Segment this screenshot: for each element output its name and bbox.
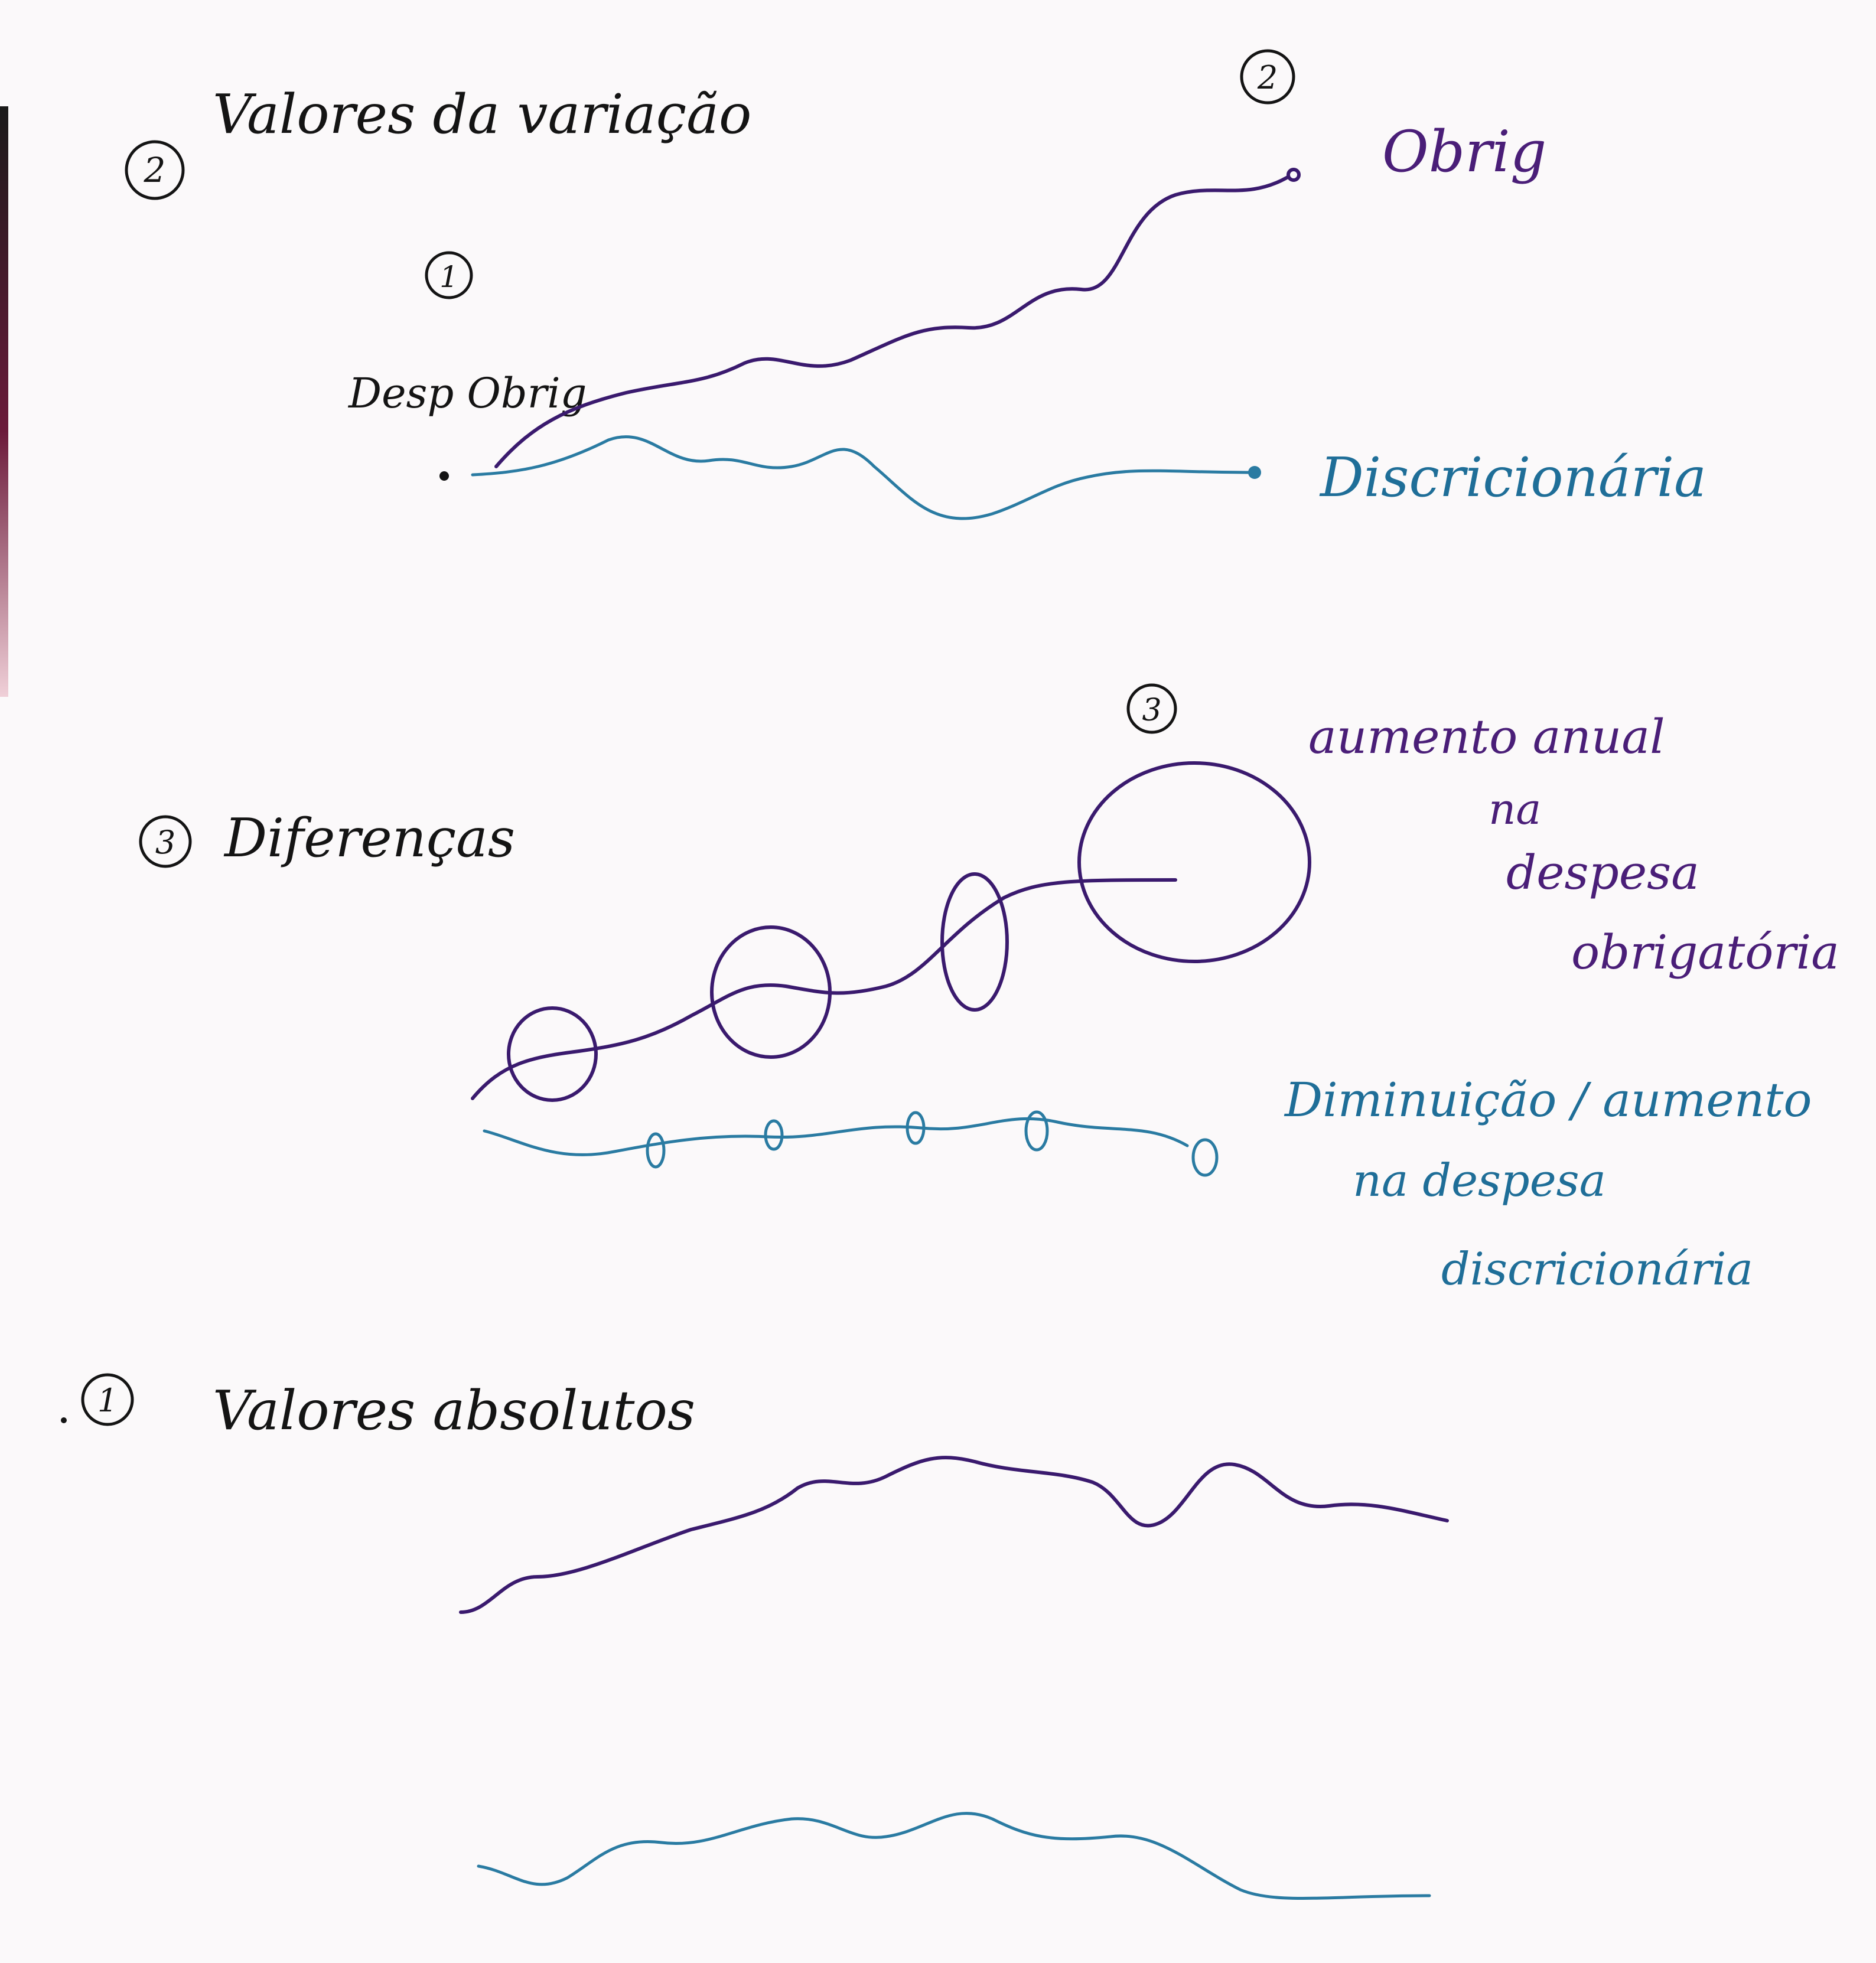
section-number-circle	[81, 1373, 134, 1426]
discretionary-label: Discricionária	[1319, 446, 1706, 509]
mandatory-note-line: despesa	[1506, 845, 1699, 900]
paper-edge	[0, 106, 8, 697]
mandatory-note-line: obrigatória	[1571, 925, 1839, 980]
step-marker: 2	[1257, 59, 1278, 96]
discretionary-note-line: na despesa	[1353, 1154, 1606, 1207]
section-number: 1	[97, 1382, 118, 1419]
discretionary-note-line: discricionária	[1441, 1243, 1753, 1295]
step-marker-circle	[1240, 49, 1295, 105]
mandatory-absolute-line	[459, 1456, 1449, 1614]
section-title: Diferenças	[223, 807, 515, 869]
section-title: Valores absolutos	[213, 1379, 695, 1442]
difference-circle-small	[764, 1119, 784, 1151]
difference-circle	[940, 872, 1009, 1012]
difference-circle-small	[1191, 1138, 1219, 1177]
section-absolute: 1 Valores absolutos	[61, 1373, 1449, 1900]
discretionary-variation-line	[471, 435, 1254, 520]
mandatory-note-line: aumento anual	[1308, 709, 1665, 764]
step-marker: 3	[1142, 693, 1161, 728]
mandatory-label: Obrig	[1382, 119, 1546, 185]
step-marker: 1	[439, 260, 458, 294]
difference-circle	[710, 925, 832, 1059]
start-dot	[439, 471, 449, 481]
difference-circle-small	[646, 1132, 666, 1169]
mandatory-variation-line	[494, 175, 1289, 468]
section-variation: 2 Valores da variação 1 2 Desp Obrig Obr…	[125, 49, 1706, 520]
section-number-circle	[125, 140, 185, 200]
mandatory-note-line: na	[1489, 784, 1541, 834]
section-number: 2	[144, 150, 166, 190]
difference-circle	[507, 1006, 598, 1102]
start-label: Desp Obrig	[347, 369, 587, 418]
discretionary-note-line: Diminuição / aumento	[1284, 1072, 1812, 1127]
difference-circle-small	[1024, 1110, 1049, 1152]
section-number-circle	[139, 815, 192, 868]
bullet-dot	[61, 1417, 67, 1423]
section-differences: 3 Diferenças 3 aumento anual na despesa …	[139, 683, 1839, 1295]
section-title: Valores da variação	[213, 83, 751, 146]
discretionary-difference-line	[483, 1117, 1189, 1156]
line-end-dot	[1287, 168, 1301, 182]
difference-circle-small	[906, 1111, 926, 1145]
step-marker-circle	[425, 251, 473, 299]
difference-circle	[1077, 761, 1311, 963]
step-marker-circle	[1126, 683, 1177, 734]
mandatory-difference-line	[471, 878, 1177, 1100]
line-end-dot	[1248, 466, 1261, 479]
discretionary-absolute-line	[477, 1812, 1431, 1900]
section-number: 3	[155, 824, 175, 861]
